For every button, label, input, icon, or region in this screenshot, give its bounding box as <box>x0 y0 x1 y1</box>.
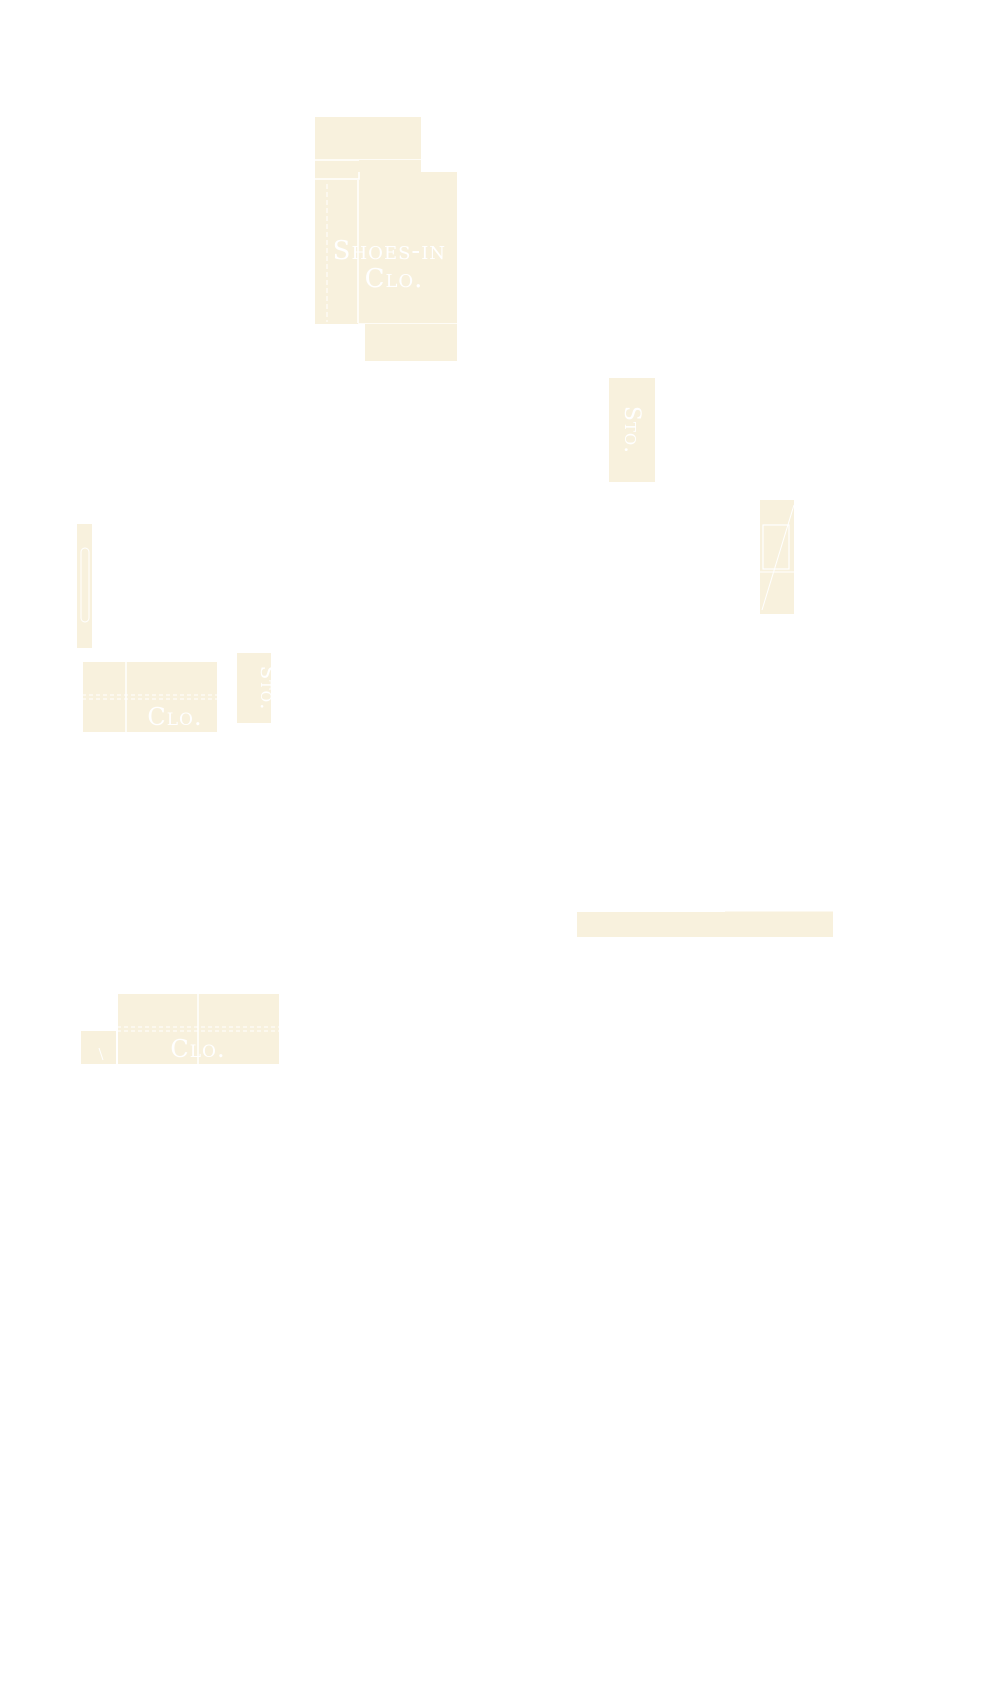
closet-bottom-small-diagonal <box>98 1047 104 1061</box>
storage-upper-label: Sto. <box>619 406 644 454</box>
storage-left-block: Sto. <box>235 651 280 725</box>
storage-upper-block: Sto. <box>607 376 657 484</box>
right-fixture-inner <box>762 524 790 570</box>
shoes-in-label-line2: Clo. <box>365 264 424 294</box>
shoes-closet-partition <box>315 172 360 180</box>
right-fixture <box>760 500 794 614</box>
left-thin-fixture <box>77 524 92 648</box>
shoes-in-label-line1: Shoes-in <box>333 236 446 266</box>
closet-bottom-label: Clo. <box>170 1035 225 1063</box>
counter-bar <box>577 912 833 937</box>
storage-left-label: Sto. <box>256 666 280 711</box>
shoes-in-closet-block: Shoes-in Clo. <box>315 117 457 361</box>
shoes-closet-base <box>365 324 457 361</box>
storage-left <box>235 651 273 725</box>
shoes-in-label: Shoes-in Clo. <box>333 236 456 294</box>
counter-bar-block <box>577 911 833 937</box>
left-thin-bar-inner <box>80 547 90 623</box>
closet-left-label: Clo. <box>147 703 202 731</box>
closet-left-block: Clo. <box>81 660 219 734</box>
closet-left <box>81 660 219 734</box>
storage-upper <box>607 376 657 484</box>
shoes-closet-upper-right <box>421 192 457 324</box>
closet-bottom-block: Clo. <box>79 992 281 1066</box>
right-fixture-diagonal <box>761 504 795 611</box>
left-thin-bar <box>77 524 92 648</box>
closet-bottom-small <box>79 1029 119 1066</box>
right-fixture-block <box>760 500 795 614</box>
shoes-closet-body-upper <box>359 160 421 176</box>
